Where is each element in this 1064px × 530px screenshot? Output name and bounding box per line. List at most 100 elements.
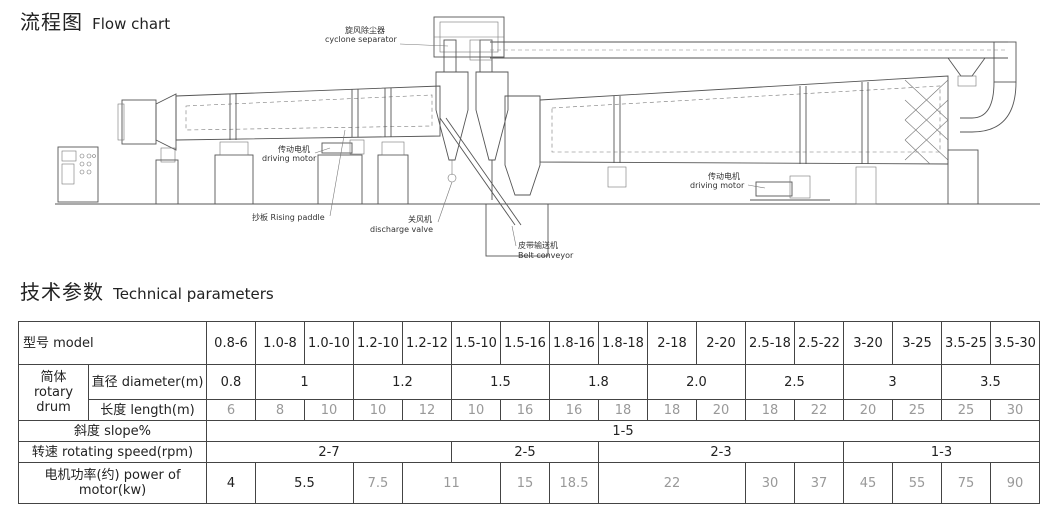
model-row: 型号 model 0.8-6 1.0-8 1.0-10 1.2-10 1.2-1… [18, 321, 1040, 365]
speed-cell: 2-7 [206, 441, 452, 463]
flow-chart-diagram: 旋风除尘器 cyclone separator 传动电机 driving mot… [55, 16, 1040, 260]
length-cell: 10 [353, 399, 403, 421]
model-cell: 1.0-8 [255, 321, 305, 365]
flow-chart-title-zh: 流程图 [20, 10, 83, 34]
diameter-cell: 1.2 [353, 364, 452, 400]
power-label: 电机功率(约) power of motor(kw) [18, 462, 207, 504]
model-cell: 3-25 [892, 321, 942, 365]
diameter-cell: 0.8 [206, 364, 256, 400]
model-label: 型号 model [18, 321, 207, 365]
power-cell: 11 [402, 462, 501, 504]
svg-text:discharge valve: discharge valve [370, 225, 433, 234]
diameter-cell: 3 [843, 364, 942, 400]
callout-belt-conveyor: 皮带输送机 Belt conveyor [511, 225, 574, 260]
model-cell: 2.5-22 [794, 321, 844, 365]
cyclone-tower [433, 16, 522, 226]
slope-label: 斜度 slope% [18, 420, 207, 442]
svg-text:皮带输送机: 皮带输送机 [518, 240, 558, 250]
first-drum [175, 85, 441, 205]
power-cell: 30 [745, 462, 795, 504]
length-cell: 10 [451, 399, 501, 421]
power-cell: 55 [892, 462, 942, 504]
power-cell: 45 [843, 462, 893, 504]
length-cell: 12 [402, 399, 452, 421]
svg-text:旋风除尘器: 旋风除尘器 [345, 25, 385, 35]
model-cell: 2-18 [647, 321, 697, 365]
callout-discharge-valve: 关风机 discharge valve [370, 181, 453, 234]
speed-cell: 1-3 [843, 441, 1040, 463]
power-cell: 18.5 [549, 462, 599, 504]
svg-text:cyclone separator: cyclone separator [325, 35, 397, 44]
power-cell: 22 [598, 462, 746, 504]
model-cell: 1.5-16 [500, 321, 550, 365]
power-cell: 75 [941, 462, 991, 504]
diameter-cell: 1 [255, 364, 354, 400]
svg-text:抄板 Rising paddle: 抄板 Rising paddle [252, 212, 325, 222]
model-cell: 2-20 [696, 321, 746, 365]
model-cell: 1.2-12 [402, 321, 452, 365]
diameter-row: 简体 rotary drum 直径 diameter(m) 0.8 1 1.2 … [18, 364, 1040, 421]
technical-parameters-title-zh: 技术参数 [20, 280, 104, 304]
length-cell: 25 [892, 399, 942, 421]
diameter-cell: 2.5 [745, 364, 844, 400]
power-row: 电机功率(约) power of motor(kw) 4 5.5 7.5 11 … [18, 462, 1040, 504]
model-cell: 2.5-18 [745, 321, 795, 365]
power-cell: 90 [990, 462, 1040, 504]
diameter-cell: 1.8 [549, 364, 648, 400]
svg-text:Belt conveyor: Belt conveyor [518, 251, 574, 260]
diameter-label: 直径 diameter(m) [88, 364, 207, 400]
rotary-drum-label: 简体 rotary drum [18, 364, 89, 421]
power-cell: 15 [500, 462, 550, 504]
model-cell: 3-20 [843, 321, 893, 365]
length-row: 长度 length(m) 6 8 10 10 12 10 16 16 18 18… [19, 399, 1040, 421]
model-cell: 1.5-10 [451, 321, 501, 365]
technical-parameters-title: 技术参数 Technical parameters [20, 276, 274, 305]
callout-cyclone: 旋风除尘器 cyclone separator [325, 25, 449, 47]
length-cell: 10 [304, 399, 354, 421]
speed-label: 转速 rotating speed(rpm) [18, 441, 207, 463]
svg-text:driving motor: driving motor [690, 181, 745, 190]
flow-chart-title: 流程图 Flow chart [20, 6, 170, 35]
speed-cell: 2-5 [451, 441, 599, 463]
slope-row: 斜度 slope% 1-5 [18, 420, 1040, 442]
model-cell: 1.2-10 [353, 321, 403, 365]
speed-row: 转速 rotating speed(rpm) 2-7 2-5 2-3 1-3 [18, 441, 1040, 463]
callout-driving-motor-2: 传动电机 driving motor [690, 171, 766, 190]
model-cell: 1.8-18 [598, 321, 648, 365]
model-cell: 3.5-25 [941, 321, 991, 365]
callout-rising-paddle: 抄板 Rising paddle [252, 129, 346, 222]
technical-parameters-title-en: Technical parameters [113, 285, 274, 303]
model-cell: 0.8-6 [206, 321, 256, 365]
svg-text:传动电机: 传动电机 [708, 171, 740, 181]
svg-text:关风机: 关风机 [408, 214, 432, 224]
length-cell: 20 [696, 399, 746, 421]
length-cell: 16 [500, 399, 550, 421]
technical-parameters-table: 型号 model 0.8-6 1.0-8 1.0-10 1.2-10 1.2-1… [18, 321, 1040, 504]
model-cell: 1.8-16 [549, 321, 599, 365]
length-cell: 18 [598, 399, 648, 421]
second-drum [539, 75, 949, 205]
diameter-cell: 2.0 [647, 364, 746, 400]
model-cell: 3.5-30 [990, 321, 1040, 365]
length-cell: 8 [255, 399, 305, 421]
control-cabinet [57, 146, 99, 203]
power-cell: 7.5 [353, 462, 403, 504]
power-cell: 5.5 [255, 462, 354, 504]
length-cell: 16 [549, 399, 599, 421]
slope-cell: 1-5 [206, 420, 1040, 442]
power-cell: 4 [206, 462, 256, 504]
diameter-cell: 1.5 [451, 364, 550, 400]
model-cell: 1.0-10 [304, 321, 354, 365]
svg-text:driving motor: driving motor [262, 154, 317, 163]
feed-hopper [947, 41, 1017, 205]
length-cell: 18 [745, 399, 795, 421]
length-cell: 25 [941, 399, 991, 421]
callout-driving-motor-1: 传动电机 driving motor [262, 144, 331, 163]
length-cell: 18 [647, 399, 697, 421]
exhaust-pipe [469, 39, 1008, 61]
flow-chart-title-en: Flow chart [92, 15, 171, 33]
discharge-hopper [485, 95, 549, 257]
diameter-cell: 3.5 [941, 364, 1040, 400]
length-cell: 30 [990, 399, 1040, 421]
length-label: 长度 length(m) [88, 399, 207, 421]
